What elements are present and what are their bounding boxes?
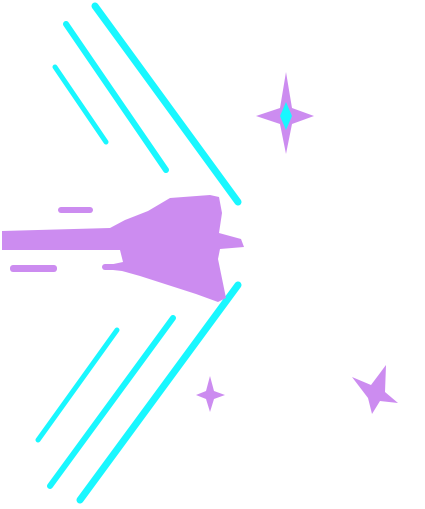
sparkle-icon: [196, 376, 225, 412]
rocket-main-shape: [2, 195, 244, 302]
speed-lines-lower: [35, 281, 242, 504]
rocket-small-dash: [58, 207, 93, 213]
sparkle-large: [256, 72, 314, 154]
rocket-bottom-streak: [102, 264, 118, 270]
speed-line-lower-inner: [35, 327, 120, 443]
speed-line-upper-middle: [63, 21, 169, 173]
speed-line-lower-outer: [76, 281, 242, 504]
sparkle-core-icon: [280, 102, 292, 130]
speed-line-lower-middle: [47, 315, 176, 489]
speed-lines-upper: [52, 2, 242, 206]
rocket-body: [2, 195, 244, 302]
sparkle-icon: [352, 365, 398, 414]
rocket-small-dash-lower: [10, 265, 57, 272]
speed-line-upper-outer: [91, 2, 242, 206]
speed-line-upper-inner: [52, 64, 109, 145]
